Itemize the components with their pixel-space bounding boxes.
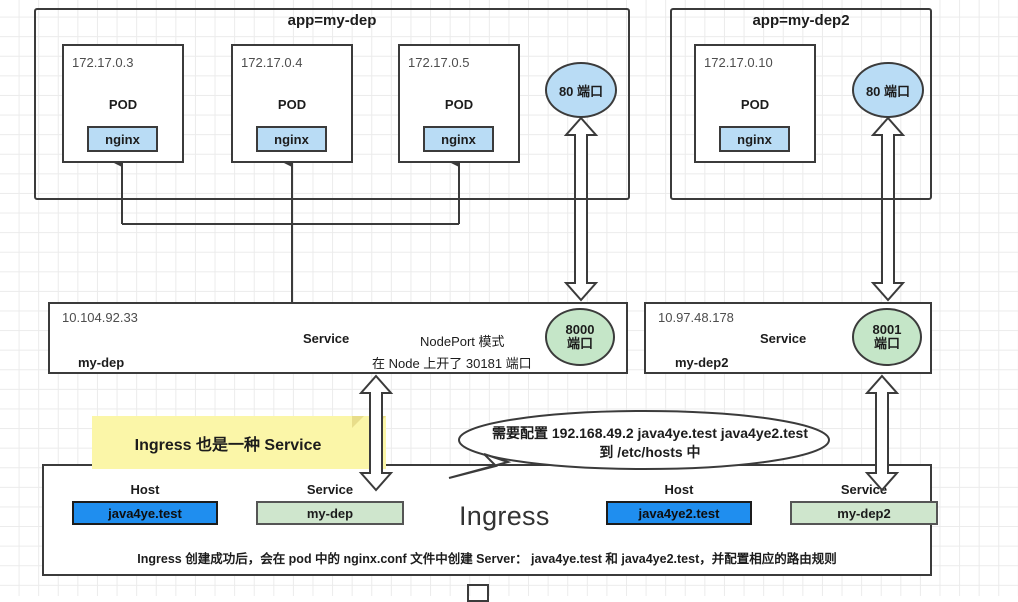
- service-port-number-2: 8001: [872, 321, 902, 337]
- service-port-bubble-8000: 8000 端口: [545, 308, 615, 366]
- service-port-bubble-8001: 8001 端口: [852, 308, 922, 366]
- callout-bubble: [448, 410, 830, 479]
- port-bubble-80-left: 80 端口: [545, 62, 617, 118]
- ingress-title: Ingress: [459, 501, 550, 531]
- pod-ip-3: 172.17.0.5: [408, 55, 470, 70]
- sticky-note-ingress-is-service: Ingress 也是一种 Service: [92, 416, 364, 469]
- service-name-2: my-dep2: [675, 355, 729, 370]
- service-box-my-dep: [48, 302, 628, 374]
- ingress-footer-note: Ingress 创建成功后，会在 pod 中的 nginx.conf 文件中创建…: [137, 552, 837, 566]
- bottom-square-marker: [467, 584, 489, 602]
- service-port-unit-1: 端口: [566, 336, 593, 351]
- pod-container-4: nginx: [719, 126, 790, 152]
- port-to-service-arrow-right: [870, 116, 906, 302]
- ingress-service-chip-2[interactable]: my-dep2: [790, 501, 938, 525]
- service-word-2: Service: [760, 331, 807, 346]
- service-port-unit-2: 端口: [873, 336, 900, 351]
- callout-line-2: 到 /etc/hosts 中: [599, 443, 701, 460]
- port-to-service-arrow-left: [563, 116, 599, 302]
- callout-text: 需要配置 192.168.49.2 java4ye.test java4ye2.…: [455, 424, 845, 462]
- ingress-host-chip-2[interactable]: java4ye2.test: [606, 501, 752, 525]
- sticky-note-text: Ingress 也是一种 Service: [134, 436, 322, 454]
- pod-kind-2: POD: [277, 97, 307, 112]
- ingress-service-chip-1[interactable]: my-dep: [256, 501, 404, 525]
- service-nodeport-note: 在 Node 上开了 30181 端口: [372, 356, 532, 371]
- service-port-number-1: 8000: [565, 321, 595, 337]
- pod-ip-2: 172.17.0.4: [241, 55, 303, 70]
- pod-container-3: nginx: [423, 126, 494, 152]
- ingress-host-chip-1[interactable]: java4ye.test: [72, 501, 218, 525]
- pod-ip-4: 172.17.0.10: [704, 55, 773, 70]
- service-mode-1: NodePort 模式: [420, 334, 505, 349]
- service-ip-2: 10.97.48.178: [658, 310, 734, 325]
- service-to-ingress-arrow-left: [358, 374, 394, 492]
- service-ip-1: 10.104.92.33: [62, 310, 138, 325]
- pod-kind-4: POD: [740, 97, 770, 112]
- deployment-title-2: app=my-dep2: [752, 12, 850, 29]
- pod-container-1: nginx: [87, 126, 158, 152]
- port-bubble-80-right: 80 端口: [852, 62, 924, 118]
- ingress-service-header-2: Service: [840, 482, 888, 497]
- service-name-1: my-dep: [78, 355, 125, 370]
- callout-line-1: 需要配置 192.168.49.2 java4ye.test java4ye2.…: [492, 425, 808, 441]
- ingress-host-header-1: Host: [130, 482, 160, 497]
- pod-kind-1: POD: [108, 97, 138, 112]
- deployment-group-my-dep2: [670, 8, 932, 200]
- service-word-1: Service: [303, 331, 350, 346]
- service-to-ingress-arrow-right: [864, 374, 900, 492]
- sticky-note-fold: [352, 416, 364, 428]
- pod-container-2: nginx: [256, 126, 327, 152]
- ingress-service-header-1: Service: [306, 482, 354, 497]
- deployment-group-my-dep: [34, 8, 630, 200]
- pod-ip-1: 172.17.0.3: [72, 55, 134, 70]
- ingress-host-header-2: Host: [664, 482, 694, 497]
- pod-kind-3: POD: [444, 97, 474, 112]
- deployment-title-1: app=my-dep: [287, 12, 377, 29]
